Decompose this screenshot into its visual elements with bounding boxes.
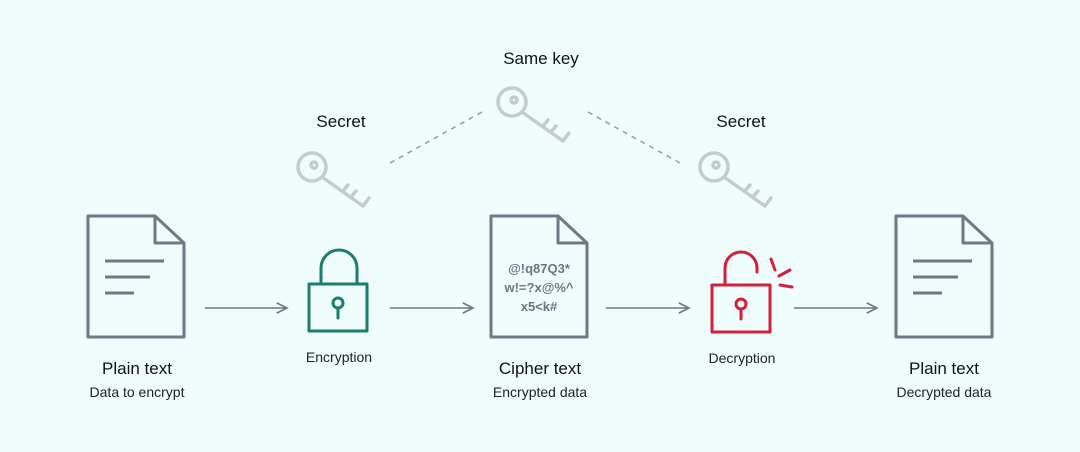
unlock-icon	[710, 250, 794, 334]
lock-icon	[307, 248, 369, 333]
encryption-label: Encryption	[305, 349, 373, 365]
cipher-text-subtitle: Encrypted data	[492, 384, 588, 400]
dashed-connector-right	[587, 111, 681, 164]
dashed-connector-left	[389, 111, 483, 164]
secret-right-label: Secret	[716, 112, 766, 131]
plain-text-document-right-icon	[894, 214, 994, 339]
shared-key-icon	[496, 86, 571, 143]
plain-text-left-subtitle: Data to encrypt	[89, 384, 185, 400]
secret-left-label: Secret	[316, 112, 366, 131]
plain-text-right-subtitle: Decrypted data	[896, 384, 992, 400]
secret-key-left-icon	[296, 151, 371, 208]
cipher-line-2: w!=?x@%^	[503, 280, 573, 295]
plain-text-document-left-icon	[86, 214, 186, 339]
secret-key-right-icon	[698, 151, 773, 208]
cipher-line-3: x5<k#	[521, 299, 558, 314]
plain-text-right-title: Plain text	[909, 359, 979, 378]
plain-text-left-title: Plain text	[102, 359, 172, 378]
same-key-label: Same key	[503, 49, 579, 68]
cipher-line-1: @!q87Q3*	[508, 261, 571, 276]
cipher-text-title: Cipher text	[498, 359, 582, 378]
decryption-label: Decryption	[708, 350, 776, 366]
cipher-text-document-icon	[489, 214, 589, 339]
